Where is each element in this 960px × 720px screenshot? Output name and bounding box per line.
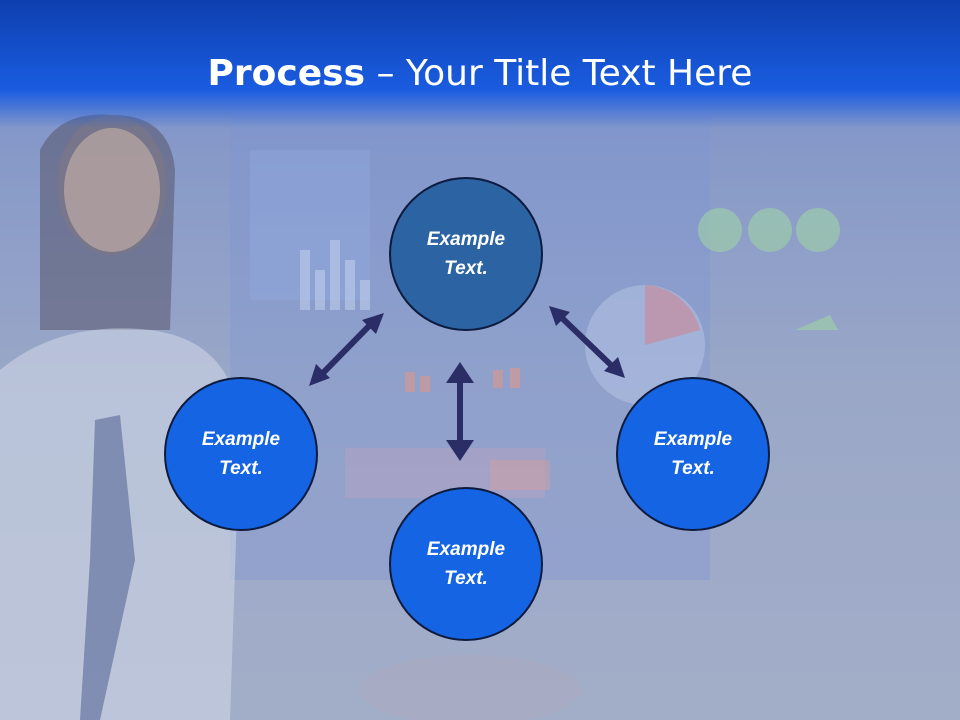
arrowhead (362, 313, 384, 334)
arrowhead (446, 440, 474, 461)
title-emphasis: Process (207, 53, 366, 94)
title-text: – Your Title Text Here (365, 53, 753, 94)
slide-title: Process – Your Title Text Here (0, 50, 960, 98)
arrow-top-right (559, 315, 615, 369)
title-bar (0, 0, 960, 128)
arrowhead (549, 306, 570, 326)
arrowhead (604, 357, 625, 378)
arrowhead (446, 362, 474, 383)
arrow-top-left (319, 322, 373, 377)
arrowhead (309, 364, 330, 386)
